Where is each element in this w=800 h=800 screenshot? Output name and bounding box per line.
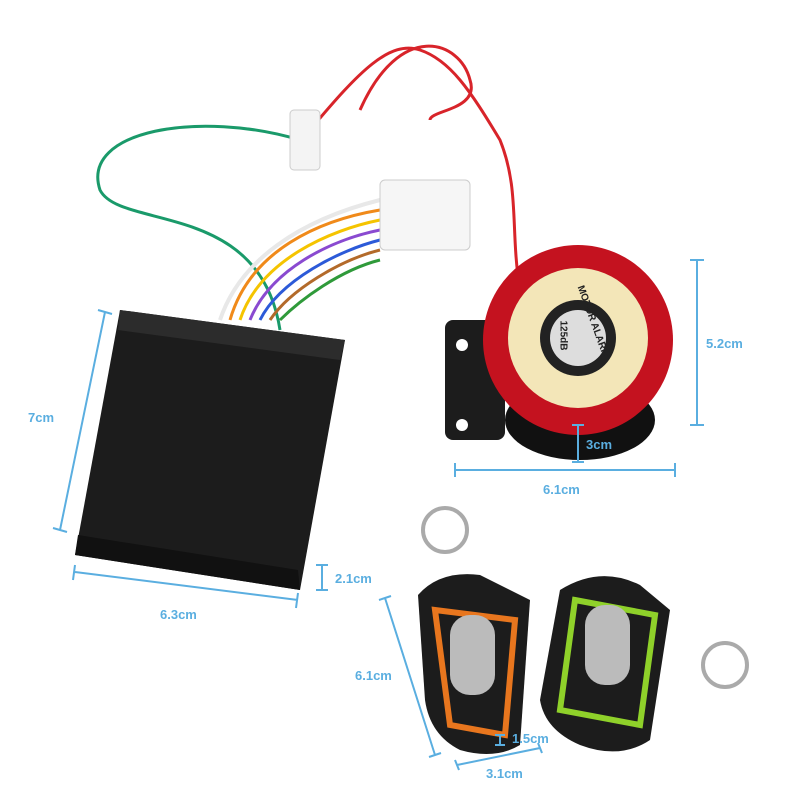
control-box: [75, 310, 345, 590]
siren-height-label: 5.2cm: [706, 336, 743, 351]
remote-green: [540, 576, 749, 752]
wire-harness-connector: [379, 179, 471, 251]
control-box-height-label: 7cm: [28, 410, 55, 425]
remote-width-label: 3.1cm: [486, 766, 523, 781]
siren-depth-label: 3cm: [586, 437, 613, 452]
remote-orange: [418, 506, 530, 754]
inline-connector: [289, 109, 321, 171]
remote-depth-label: 1.5cm: [512, 731, 549, 746]
remote-height-label: 6.1cm: [355, 668, 392, 683]
control-box-depth-label: 2.1cm: [335, 571, 372, 586]
siren-rating-text: 125dB: [557, 320, 569, 351]
dimension-lines: [52, 259, 704, 771]
control-box-width-label: 6.3cm: [160, 607, 197, 622]
siren-width-label: 6.1cm: [543, 482, 580, 497]
siren: [445, 245, 673, 460]
wires: [96, 44, 522, 331]
